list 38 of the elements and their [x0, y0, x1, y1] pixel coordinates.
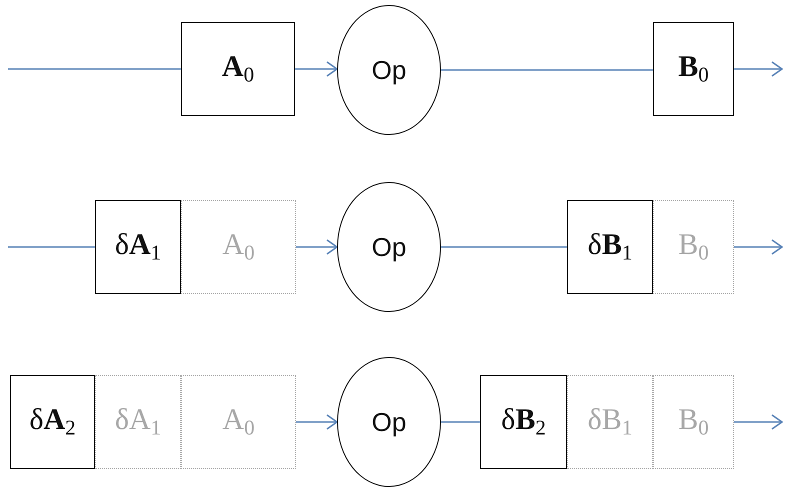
block-label: A$_{0}$	[222, 403, 255, 441]
arrow	[296, 414, 338, 430]
block-label: δB$_{1}$	[588, 228, 632, 266]
arrow	[734, 414, 783, 430]
faded-block	[653, 375, 734, 469]
block-box	[567, 200, 653, 294]
faded-block	[653, 200, 734, 294]
connector-line	[441, 246, 567, 248]
operator-label: Op	[372, 406, 406, 438]
connector-line	[441, 421, 480, 423]
block-label: δB$_{2}$	[501, 403, 546, 441]
block-box	[10, 375, 95, 469]
faded-block	[181, 200, 296, 294]
connector-line	[8, 246, 95, 248]
block-label: δB$_{1}$	[588, 403, 632, 441]
connector-line	[441, 69, 653, 71]
arrow	[734, 61, 783, 77]
operator-label: Op	[372, 232, 406, 262]
faded-block	[181, 375, 296, 469]
connector-line	[8, 68, 181, 70]
block-label: A$_{0}$	[222, 50, 254, 88]
block-label: B$_{0}$	[678, 403, 709, 441]
block-box	[480, 375, 567, 469]
block-label: δA$_{1}$	[114, 403, 162, 441]
block-box	[95, 200, 181, 294]
block-box	[653, 22, 734, 116]
arrow	[295, 61, 338, 77]
faded-block	[95, 375, 181, 469]
block-label: A$_{0}$	[222, 228, 255, 266]
block-label: δA$_{1}$	[114, 228, 162, 266]
arrow	[296, 239, 338, 255]
arrow	[734, 239, 783, 255]
operator-label: Op	[372, 54, 406, 86]
block-label: δA$_{2}$	[29, 403, 76, 441]
block-label: B$_{0}$	[678, 50, 709, 88]
block-label: B$_{0}$	[678, 228, 709, 266]
faded-block	[567, 375, 653, 469]
block-box	[181, 22, 295, 116]
